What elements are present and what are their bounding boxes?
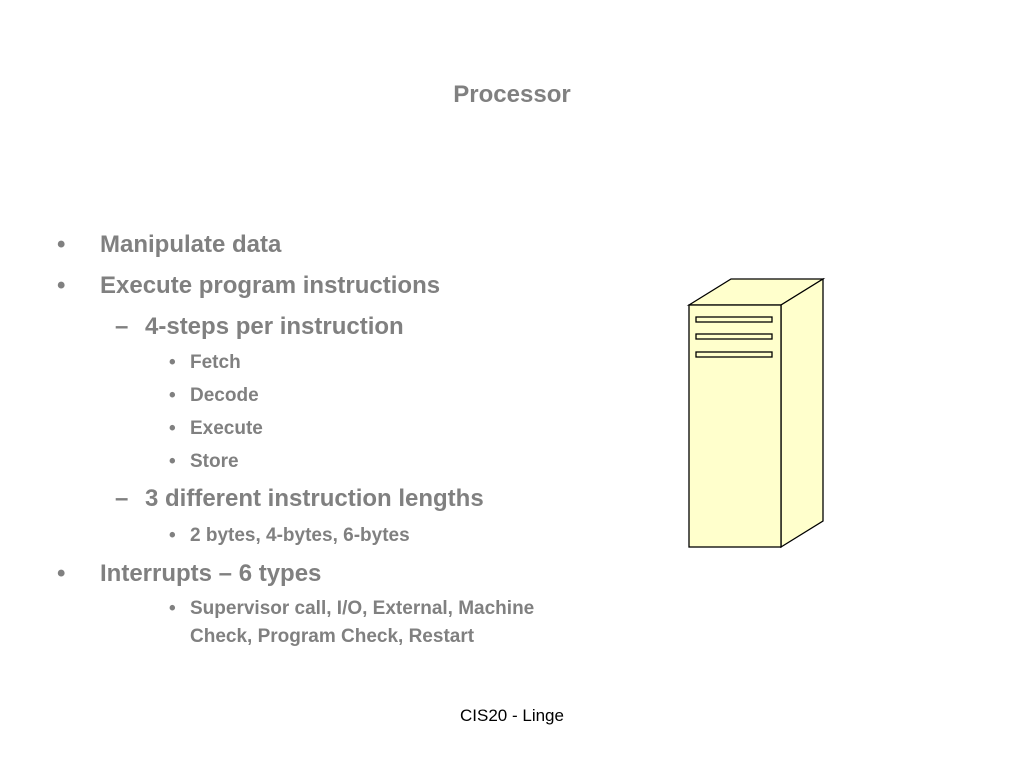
bullet-marker: • bbox=[169, 598, 176, 619]
bullet-text: 4-steps per instruction bbox=[145, 313, 404, 340]
bullet-interrupts: • Interrupts – 6 types bbox=[57, 559, 322, 589]
bullet-list: • Manipulate data • Execute program inst… bbox=[57, 230, 535, 651]
bullet-text: Execute bbox=[190, 418, 263, 439]
sub-bullet-instruction-lengths: – 3 different instruction lengths bbox=[115, 484, 484, 514]
drive-bay-3 bbox=[695, 351, 773, 358]
bullet-marker: • bbox=[169, 451, 176, 472]
bullet-marker: • bbox=[57, 231, 66, 258]
sub-sub-bullet-store: • Store bbox=[169, 448, 239, 476]
bullet-manipulate-data: • Manipulate data bbox=[57, 230, 282, 260]
tower-side-face bbox=[780, 277, 824, 549]
sub-sub-bullet-decode: • Decode bbox=[169, 382, 259, 410]
bullet-text: 2 bytes, 4-bytes, 6-bytes bbox=[190, 525, 410, 546]
bullet-marker: • bbox=[169, 418, 176, 439]
bullet-text: 3 different instruction lengths bbox=[145, 485, 484, 512]
computer-tower-icon bbox=[686, 277, 826, 549]
dash-marker: – bbox=[115, 485, 129, 512]
bullet-marker: • bbox=[57, 272, 66, 299]
bullet-text: Interrupts – 6 types bbox=[100, 560, 322, 587]
tower-front-face bbox=[688, 304, 782, 548]
sub-sub-bullet-execute: • Execute bbox=[169, 415, 263, 443]
sub-sub-bullet-interrupt-types: • Supervisor call, I/O, External, Machin… bbox=[169, 595, 535, 623]
drive-bay-2 bbox=[695, 333, 773, 340]
bullet-execute-program-instructions: • Execute program instructions bbox=[57, 271, 441, 301]
sub-sub-bullet-fetch: • Fetch bbox=[169, 349, 241, 377]
bullet-text: Execute program instructions bbox=[100, 272, 441, 299]
sub-bullet-4-steps: – 4-steps per instruction bbox=[115, 312, 404, 342]
sub-sub-bullet-interrupt-types-continued: Check, Program Check, Restart bbox=[190, 623, 474, 651]
bullet-text: Fetch bbox=[190, 352, 241, 373]
bullet-text: Manipulate data bbox=[100, 231, 282, 258]
bullet-text: Store bbox=[190, 451, 239, 472]
slide-footer: CIS20 - Linge bbox=[460, 706, 564, 725]
bullet-text: Supervisor call, I/O, External, Machine bbox=[190, 598, 535, 619]
drive-bay-1 bbox=[695, 316, 773, 323]
dash-marker: – bbox=[115, 313, 129, 340]
sub-sub-bullet-byte-sizes: • 2 bytes, 4-bytes, 6-bytes bbox=[169, 522, 410, 550]
bullet-marker: • bbox=[57, 560, 66, 587]
slide-title: Processor bbox=[453, 81, 571, 108]
bullet-marker: • bbox=[169, 525, 176, 546]
bullet-marker: • bbox=[169, 352, 176, 373]
bullet-marker: • bbox=[169, 385, 176, 406]
bullet-text: Decode bbox=[190, 385, 259, 406]
bullet-text: Check, Program Check, Restart bbox=[190, 626, 475, 647]
